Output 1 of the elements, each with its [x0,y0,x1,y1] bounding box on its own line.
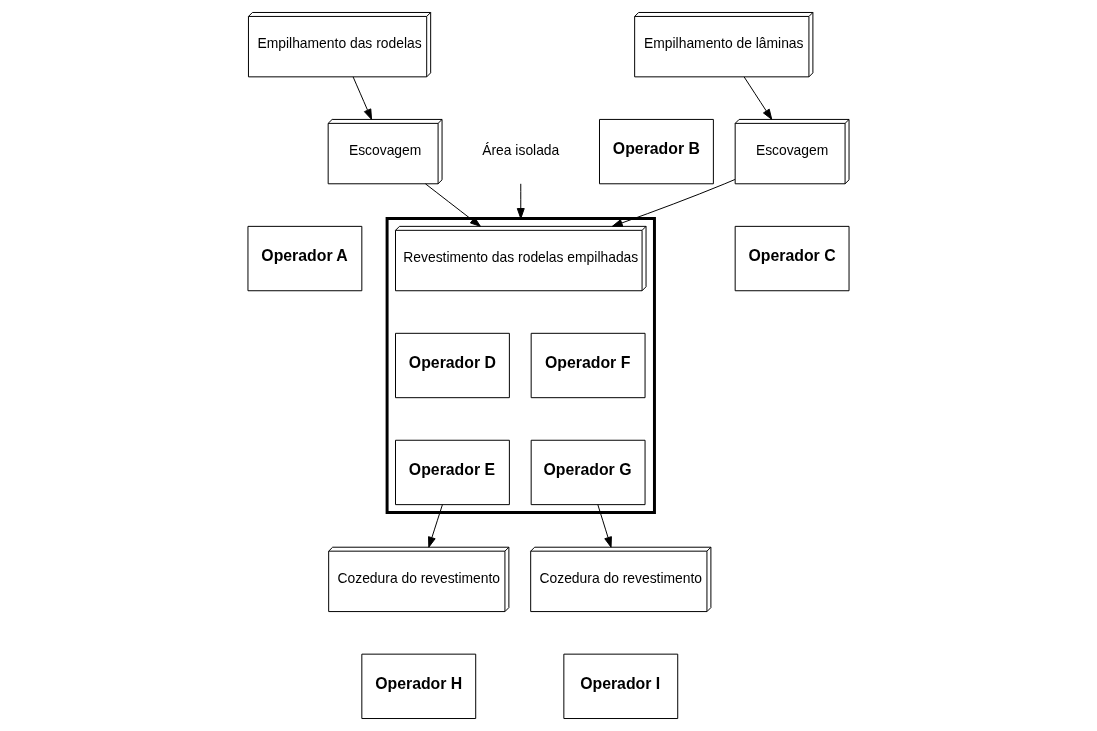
node-text: Área isolada [482,142,560,159]
